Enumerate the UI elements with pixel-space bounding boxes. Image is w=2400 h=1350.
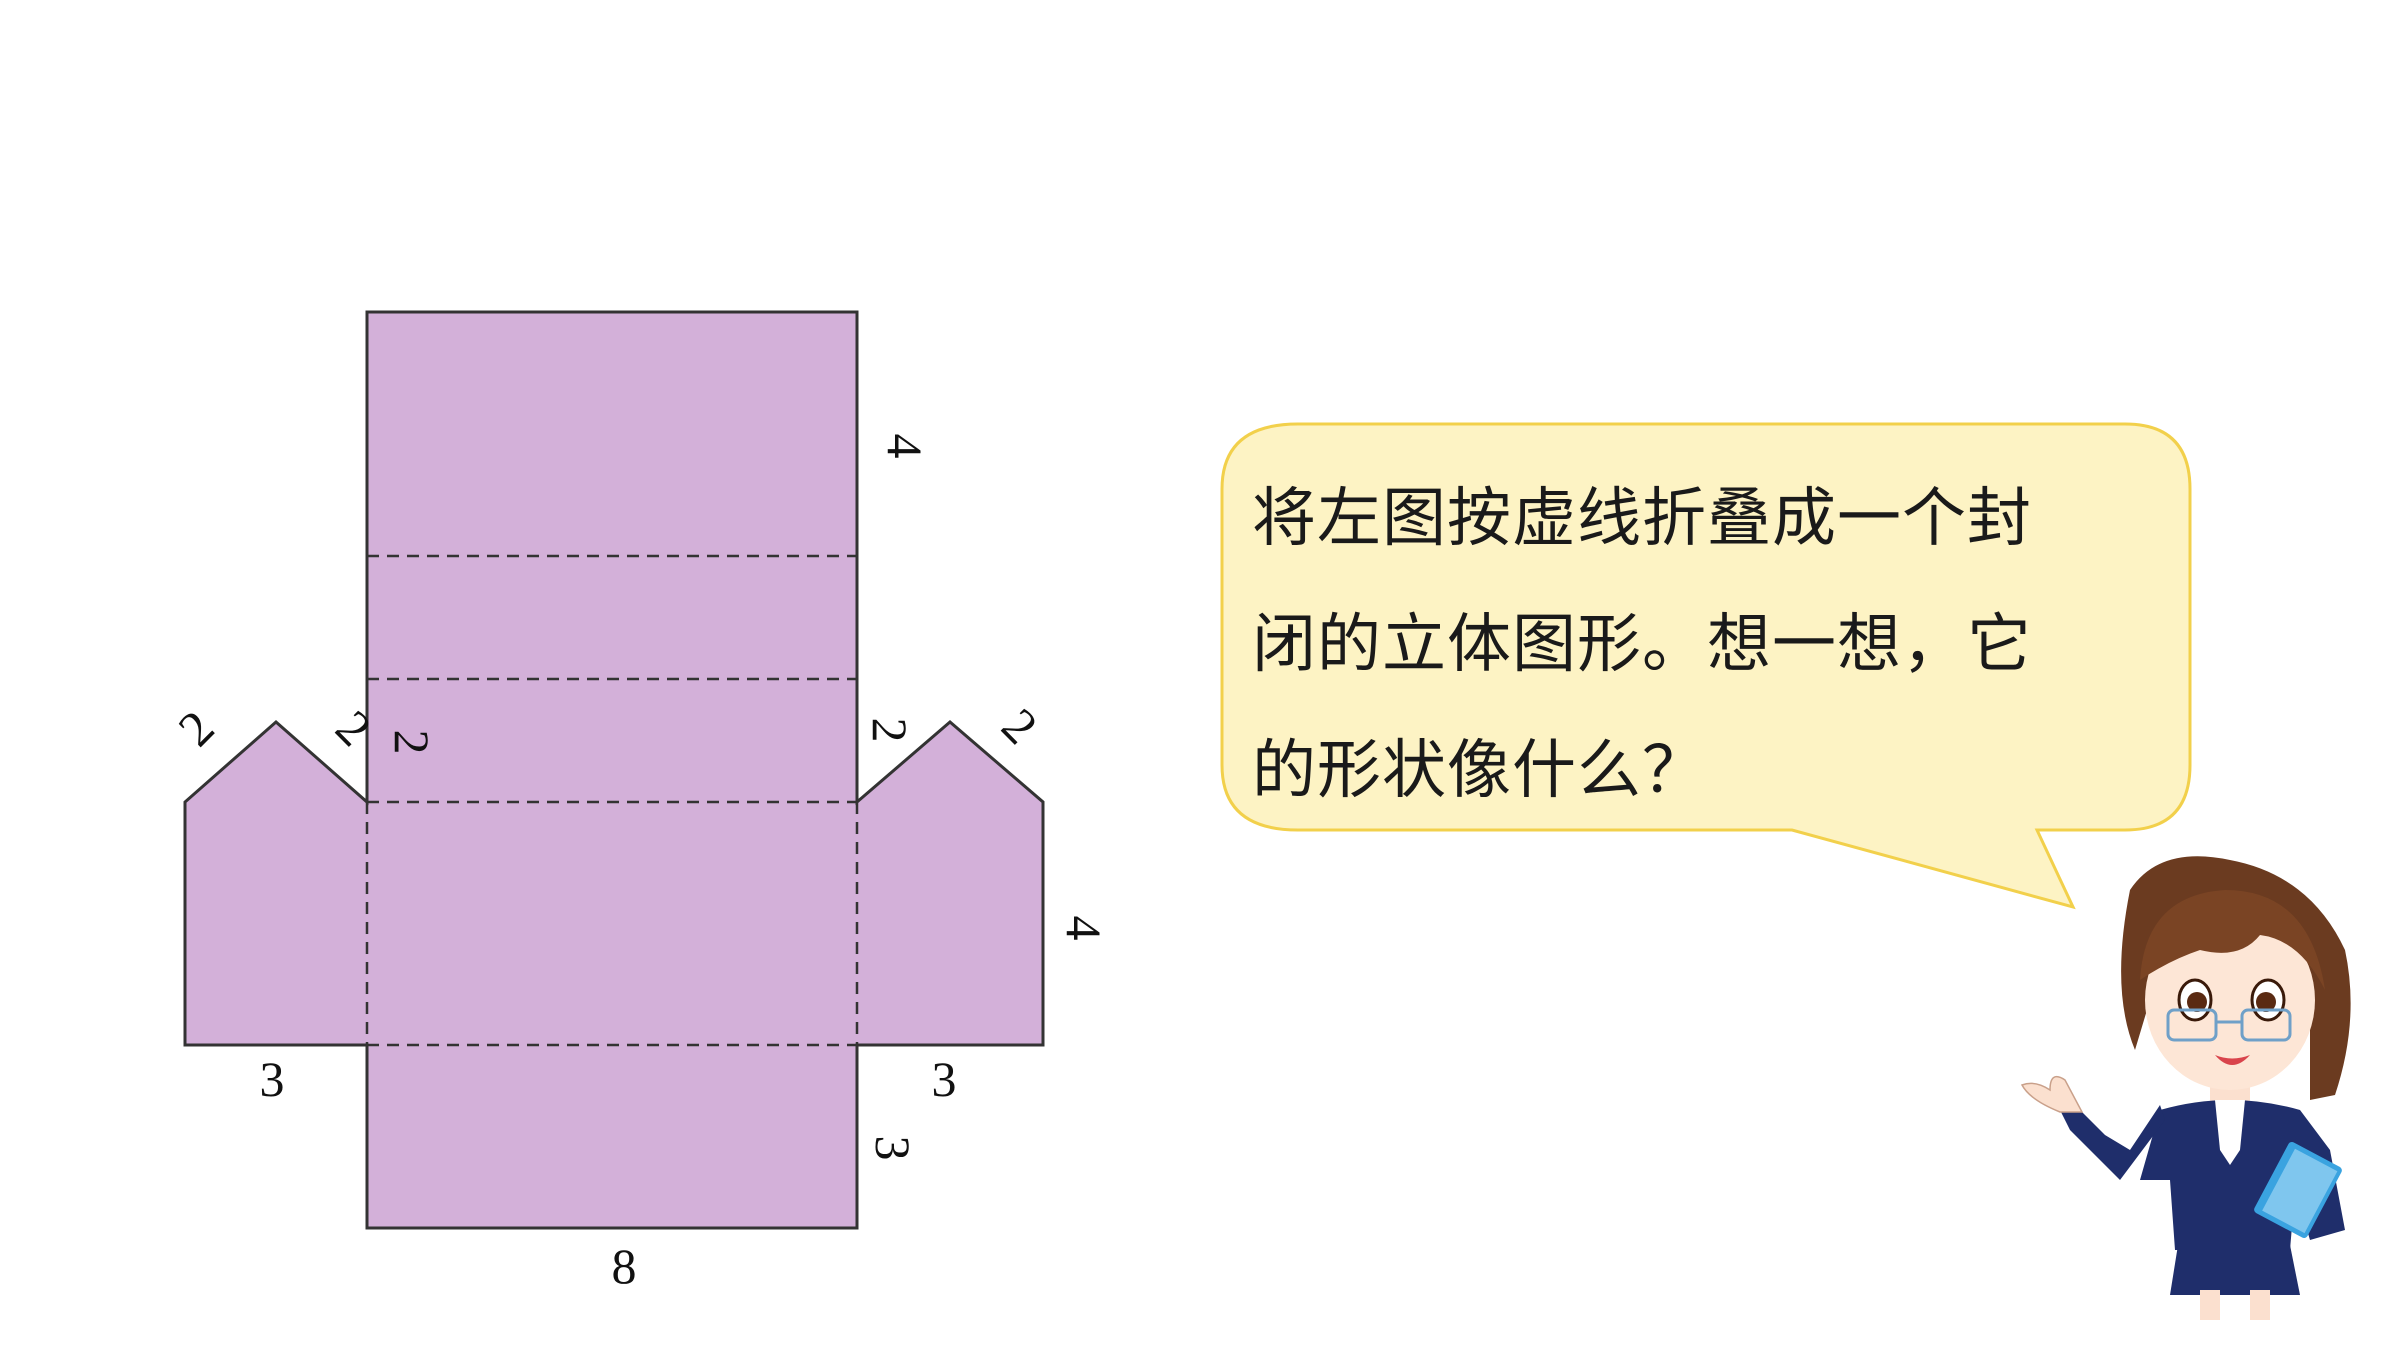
box-net-diagram: 4 2 2 2 2 2 4 3 3 3 8 [167,310,1112,1295]
label-left-wing-bottom: 3 [260,1051,285,1107]
label-right-wing-side: 4 [1056,916,1112,941]
net-outline [183,310,1045,1230]
label-tri-right-inner: 2 [862,718,918,743]
teacher-face [2145,910,2315,1090]
bubble-line: 的形状像什么？ [1252,734,1707,808]
teacher-cartoon [2020,856,2351,1320]
teacher-hand [2020,1075,2084,1113]
teacher-leg [2250,1290,2270,1320]
book-icon [2254,1142,2342,1238]
label-upper-mid-left: 2 [384,730,440,755]
teacher-shirt [2215,1100,2245,1165]
fold-lines [365,554,859,1047]
teacher-jacket [2140,1100,2345,1250]
label-bottom-right: 3 [865,1136,921,1161]
bubble-line: 闭的立体图形。想一想，它 [1252,608,2032,682]
teacher-hair-bangs [2140,890,2325,990]
dimension-labels: 4 2 2 2 2 2 4 3 3 3 8 [167,434,1112,1295]
net-shape [183,310,1045,1230]
label-right-wing-bottom: 3 [932,1051,957,1107]
teacher-mouth [2215,1055,2250,1065]
label-top-right: 4 [877,434,933,459]
label-bottom: 8 [612,1238,637,1294]
teacher-arm [2060,1105,2165,1180]
teacher-skirt [2170,1245,2300,1295]
speech-bubble-text: 将左图按虚线折叠成一个封 闭的立体图形。想一想，它 的形状像什么？ [1252,456,2122,834]
glasses-icon [2166,1008,2292,1042]
teacher-leg [2200,1290,2220,1320]
speech-bubble-shape [1220,422,2192,910]
bubble-line: 将左图按虚线折叠成一个封 [1252,482,2032,556]
